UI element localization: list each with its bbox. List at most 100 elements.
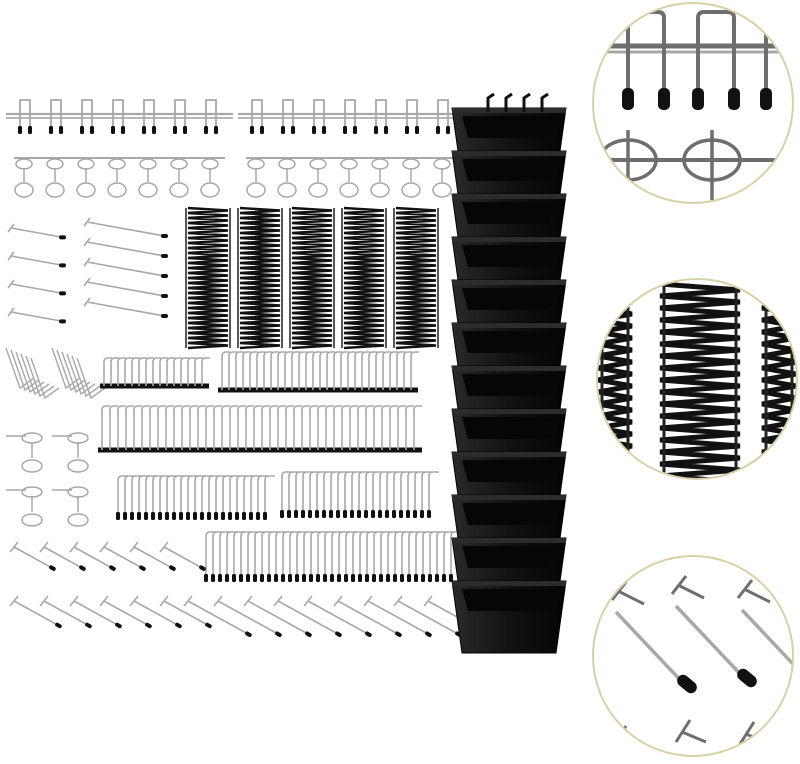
l-hook [268,531,279,580]
hook-tip [79,565,86,571]
hook-tip [130,512,134,520]
hook [174,99,186,130]
hook-tip [85,622,92,629]
l-hook [194,357,203,386]
l-hook [288,471,299,516]
hook-tip [302,574,306,582]
bin-opening [462,589,556,611]
bin-opening [462,503,556,525]
l-hook [319,351,328,390]
l-hook [194,475,205,518]
hook-tip [161,254,168,259]
l-hook [245,405,254,450]
ring [21,513,43,527]
l-hook [309,405,318,450]
hook-tip [49,126,53,134]
ring [169,182,189,198]
hook-tip [343,126,347,134]
l-hook [312,351,321,390]
hook-tip [344,574,348,582]
l-hook [389,351,398,390]
hook-tip [173,126,177,134]
bin-opening [462,546,556,568]
l-hook [215,475,226,518]
hook-tip [414,574,418,582]
v-hook [51,347,81,390]
hook-tip [152,126,156,134]
bin-hook [540,92,549,112]
ring [108,158,126,170]
bin-lip [452,280,566,285]
hook-tip [263,512,267,520]
hook-tip [260,126,264,134]
hook-tip [144,512,148,520]
bin-opening [462,417,556,439]
hook-tip [760,88,772,110]
ring [45,182,65,198]
bin-opening [462,288,556,310]
callout-ring [596,278,798,480]
hook-tip [109,565,116,571]
ring [433,158,451,170]
hook-tip [165,512,169,520]
straight-hook-set-a [7,223,66,324]
hook [83,237,166,257]
hook-tip [400,574,404,582]
l-hook [408,531,419,580]
callout-ring [592,555,794,757]
ring-holder-strip [14,157,225,198]
hook-tip [315,510,319,518]
ring [401,182,421,198]
l-hook [261,405,270,450]
angled-hook [69,595,119,626]
hook-tip [372,574,376,582]
bin-lip [452,409,566,414]
hook-tip [116,512,120,520]
callout-ring [592,2,794,204]
hook-tip [115,622,122,629]
l-hook [422,531,433,580]
ring [309,158,327,170]
ring-holder-strip [246,157,457,198]
angled-hook [363,595,429,635]
hook [7,251,64,267]
hook [50,99,62,130]
hook-tip [385,510,389,518]
ring [21,432,43,444]
l-hook [157,405,166,450]
l-hook [221,405,230,450]
l-hook [291,351,300,390]
hook [81,99,93,130]
hook-tip [357,510,361,518]
l-hook [375,351,384,390]
hook-tip [323,574,327,582]
bin-lip [452,108,566,113]
ring [21,486,43,498]
angled-hook [393,595,459,635]
angled-hook [39,541,83,569]
hook-tip [121,126,125,134]
angled-hook [69,541,113,569]
bin-opening [462,331,556,353]
l-hook [282,531,293,580]
l-hook [173,405,182,450]
l-hook [201,475,212,518]
zigzag-spring-clip-column [393,206,439,350]
bin-lip [452,194,566,199]
l-hook [131,475,142,518]
hook-tip [287,510,291,518]
bin-lip [452,538,566,543]
hook-tip [214,512,218,520]
l-hook [285,405,294,450]
l-hook [345,531,356,580]
bin-hook [504,92,513,112]
v-hook [25,355,55,398]
hook [282,99,294,130]
hook-tip [59,235,66,240]
ring [339,182,359,198]
l-hook [197,405,206,450]
v-hook [30,357,60,400]
l-hook [325,405,334,450]
angled-hook [99,541,143,569]
